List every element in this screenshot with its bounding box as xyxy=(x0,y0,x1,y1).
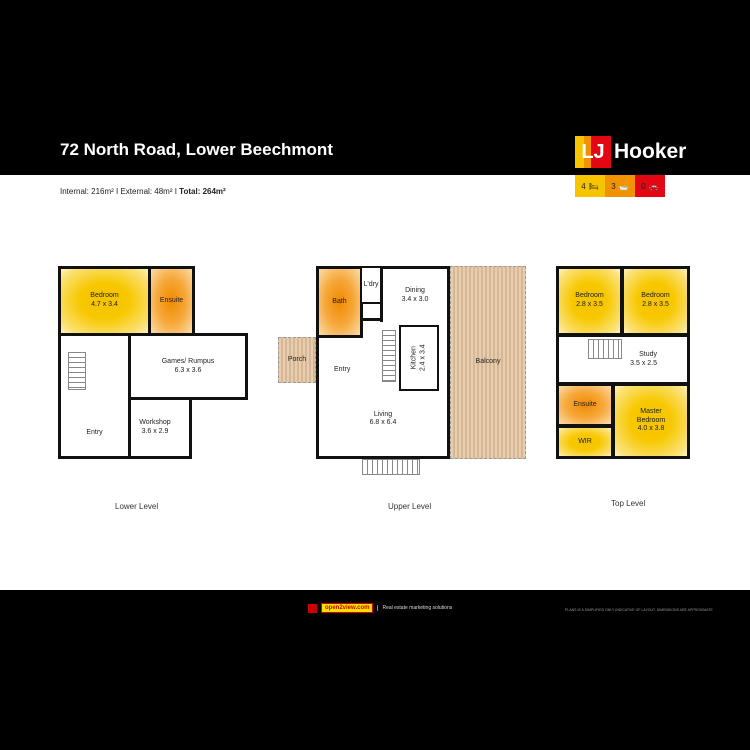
house-icon xyxy=(308,603,317,613)
logo-wordmark: Hooker xyxy=(614,140,687,163)
room-name: Ensuite xyxy=(573,400,597,408)
room-name: Master Bedroom xyxy=(636,407,666,424)
room-name: WIR xyxy=(578,437,592,445)
room-dim: 4.0 x 3.8 xyxy=(637,425,665,433)
property-address: 72 North Road, Lower Beechmont xyxy=(60,140,333,159)
logo-mark: LJ xyxy=(575,136,611,168)
stairs xyxy=(382,330,396,382)
bath-icon: 🛁 xyxy=(618,181,629,191)
car-badge: 0🚗 xyxy=(635,175,665,197)
room-dim: 3.6 x 2.9 xyxy=(141,428,169,435)
room-name: Bath xyxy=(332,297,347,305)
room-dim: 2.8 x 3.5 xyxy=(642,301,669,308)
open2view-logo: open2view.com Real estate marketing solu… xyxy=(308,603,452,613)
room-name: Balcony xyxy=(475,358,501,366)
room-entry: Entry xyxy=(334,366,351,373)
room-dim: 6.3 x 3.6 xyxy=(174,366,202,374)
room-porch: Porch xyxy=(278,337,316,383)
level-label-lower: Lower Level xyxy=(115,502,159,511)
room-name: Games/ Rumpus xyxy=(161,357,215,365)
bed-icon: 🛏 xyxy=(588,181,599,191)
room-name: Entry xyxy=(86,429,103,437)
external-stairs xyxy=(362,459,420,475)
bedrooms-badge: 4🛏 xyxy=(575,175,605,197)
room-name: Dining xyxy=(405,286,425,294)
room-balcony: Balcony xyxy=(450,266,526,459)
room-name: Porch xyxy=(287,355,307,363)
open2view-wordmark: open2view.com xyxy=(321,603,374,613)
stairs xyxy=(588,339,622,359)
stairs xyxy=(68,352,86,390)
bedroom-count: 4 xyxy=(581,181,586,191)
car-icon: 🚗 xyxy=(648,181,659,191)
level-label-top: Top Level xyxy=(611,499,646,508)
room-dim: 2.8 x 3.5 xyxy=(576,301,603,308)
room-ensuite: Ensuite xyxy=(556,383,614,427)
room-name: Study xyxy=(639,350,657,358)
room-dim: 6.8 x 6.4 xyxy=(369,419,397,427)
room-dim: 3.4 x 3.0 xyxy=(401,295,429,303)
lj-hooker-logo: LJ Hooker xyxy=(575,136,687,168)
room-name: Bedroom xyxy=(641,292,670,300)
disclaimer: PLANS IS A SIMPLIFIED ONLY INDICATIVE OF… xyxy=(565,608,713,612)
room-name: L'dry xyxy=(363,280,379,288)
area-total: Total: 264m² xyxy=(179,187,226,196)
room-laundry: L'dry xyxy=(360,266,382,304)
bathroom-count: 3 xyxy=(611,181,616,191)
footer-tagline: Real estate marketing solutions xyxy=(377,605,452,611)
room-name: Bedroom xyxy=(575,292,604,300)
room-dim: 2.4 x 3.4 xyxy=(418,344,426,372)
feature-badges: 4🛏 3🛁 0🚗 xyxy=(575,175,665,197)
room-name: Bedroom xyxy=(90,292,119,300)
room-dim: 4.7 x 3.4 xyxy=(91,301,118,308)
bathrooms-badge: 3🛁 xyxy=(605,175,635,197)
area-internal-external: Internal: 216m² I External: 48m² I xyxy=(60,187,180,196)
room-wir: WIR xyxy=(556,425,614,459)
room-dim: 3.5 x 2.5 xyxy=(630,359,657,367)
room-name: Ensuite xyxy=(159,296,184,304)
room-name: Workshop xyxy=(139,419,171,427)
car-count: 0 xyxy=(641,181,646,191)
room-bath: Bath xyxy=(316,266,363,338)
level-label-upper: Upper Level xyxy=(388,502,432,511)
room-name: Kitchen xyxy=(410,346,418,370)
room-name: Living xyxy=(373,410,393,418)
room-ensuite: Ensuite xyxy=(148,266,195,336)
area-summary: Internal: 216m² I External: 48m² I Total… xyxy=(60,187,226,196)
